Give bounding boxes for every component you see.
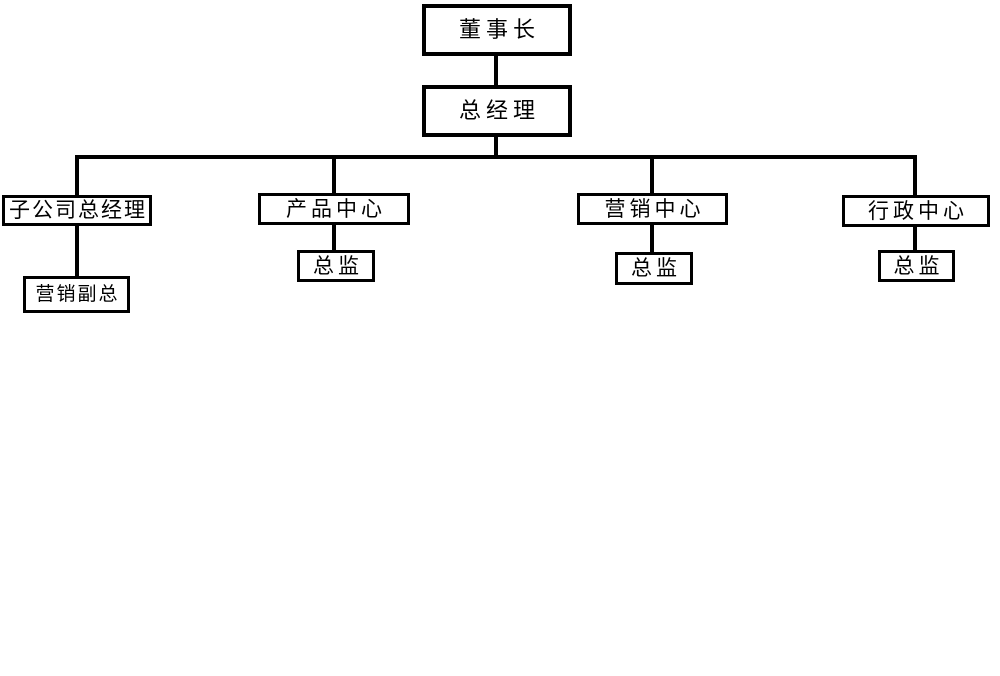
node-marketing-vp: 营销副总 <box>23 276 130 313</box>
node-marketing-vp-label: 营销副总 <box>35 284 120 305</box>
connector-drop-subsidiary-gm <box>75 155 79 196</box>
node-admin-center-label: 行政中心 <box>868 199 968 223</box>
connector-drop-admin-center <box>913 155 917 196</box>
node-general-manager-label: 总经理 <box>458 98 540 123</box>
connector-admincenter-director <box>913 225 917 252</box>
node-admin-center: 行政中心 <box>842 195 990 227</box>
connector-marketingcenter-director <box>650 223 654 254</box>
node-product-center-label: 产品中心 <box>286 197 386 221</box>
node-subsidiary-gm-label: 子公司总经理 <box>9 199 147 222</box>
node-product-director: 总监 <box>297 250 375 282</box>
node-marketing-center: 营销中心 <box>577 193 728 225</box>
connector-horizontal-rail <box>75 155 917 159</box>
node-marketing-director-label: 总监 <box>631 257 681 280</box>
node-marketing-director: 总监 <box>615 252 693 285</box>
connector-gm-trunk <box>494 136 498 157</box>
node-product-director-label: 总监 <box>313 254 363 278</box>
node-product-center: 产品中心 <box>258 193 410 225</box>
connector-chairman-gm <box>494 55 498 87</box>
node-admin-director-label: 总监 <box>893 254 944 278</box>
node-general-manager: 总经理 <box>422 85 572 137</box>
node-admin-director: 总监 <box>878 250 955 282</box>
connector-subsidiarygm-marketingvp <box>75 224 79 278</box>
connector-drop-product-center <box>332 155 336 195</box>
connector-drop-marketing-center <box>650 155 654 195</box>
node-subsidiary-gm: 子公司总经理 <box>2 195 152 226</box>
node-chairman: 董事长 <box>422 4 572 56</box>
node-marketing-center-label: 营销中心 <box>604 197 705 221</box>
connector-productcenter-director <box>332 223 336 252</box>
node-chairman-label: 董事长 <box>458 17 540 42</box>
